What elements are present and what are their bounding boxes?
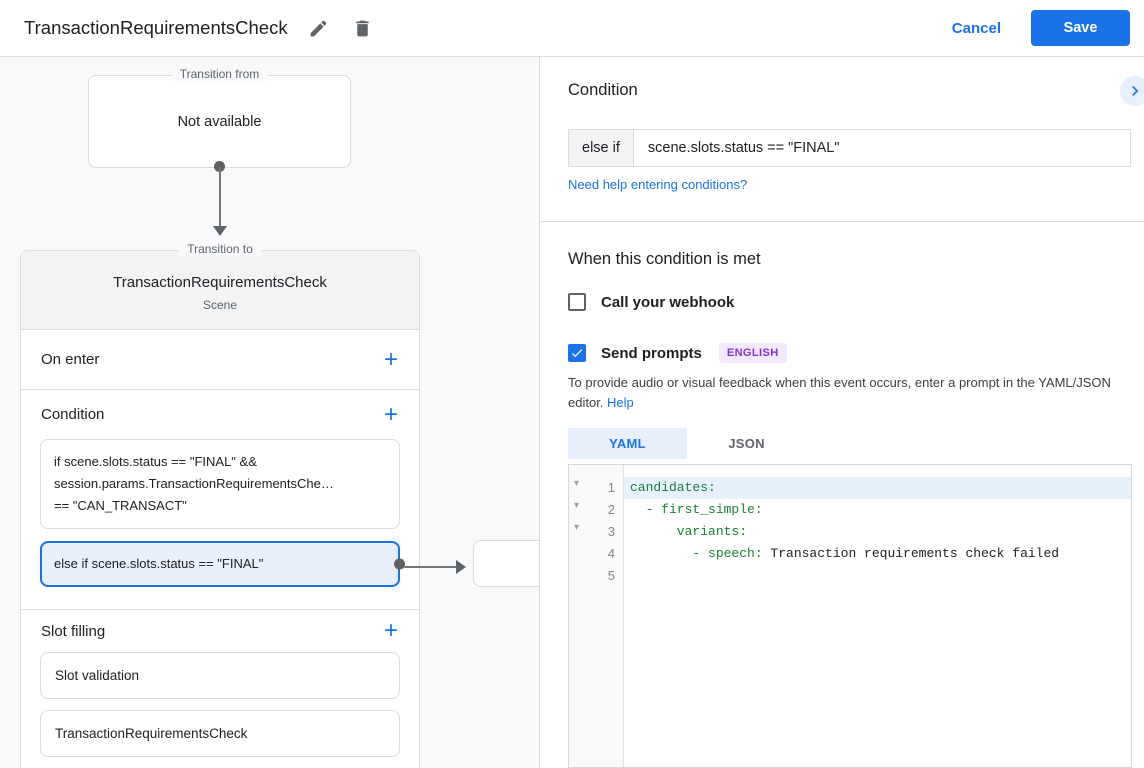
- scene-name: TransactionRequirementsCheck: [113, 274, 327, 291]
- slot-item[interactable]: TransactionRequirementsCheck: [40, 710, 400, 757]
- condition-detail-panel: Condition else if Need help entering con…: [541, 57, 1144, 768]
- scene-card-header: TransactionRequirementsCheck Scene: [21, 251, 419, 330]
- condition-item-selected[interactable]: else if scene.slots.status == "FINAL": [40, 541, 400, 587]
- slot-filling-section: Slot filling Slot validation Transaction…: [21, 610, 419, 757]
- top-bar: TransactionRequirementsCheck Cancel Save: [0, 0, 1144, 57]
- page-title: TransactionRequirementsCheck: [24, 17, 288, 39]
- editor-gutter-line: ▾2: [569, 499, 623, 521]
- add-slot-button[interactable]: [378, 618, 404, 644]
- on-enter-title: On enter: [41, 351, 99, 368]
- on-enter-section: On enter: [21, 330, 419, 390]
- editor-gutter-line: 4: [569, 543, 623, 565]
- caret-down-icon[interactable]: ▾: [574, 522, 579, 533]
- condition-item[interactable]: if scene.slots.status == "FINAL" && sess…: [40, 439, 400, 529]
- condition-expression-input[interactable]: [634, 130, 1130, 166]
- transition-to-label: Transition to: [179, 242, 261, 256]
- editor-gutter-line: 5: [569, 565, 623, 587]
- slot-item[interactable]: Slot validation: [40, 652, 400, 699]
- transition-from-value: Not available: [178, 114, 262, 130]
- transition-target-node[interactable]: [473, 540, 540, 587]
- condition-section-title: Condition: [41, 406, 104, 423]
- prompt-hint: To provide audio or visual feedback when…: [568, 373, 1144, 413]
- add-on-enter-button[interactable]: [378, 347, 404, 373]
- editor-code-line[interactable]: variants:: [624, 521, 1131, 543]
- arrow-down-icon: [213, 226, 227, 236]
- editor-code[interactable]: candidates: - first_simple: variants: - …: [624, 465, 1131, 767]
- call-webhook-checkbox[interactable]: [568, 293, 586, 311]
- edit-scene-button[interactable]: [306, 15, 332, 41]
- language-badge: ENGLISH: [719, 343, 787, 363]
- save-button[interactable]: Save: [1031, 10, 1130, 46]
- call-webhook-label: Call your webhook: [601, 294, 734, 311]
- transition-to-card: Transition to TransactionRequirementsChe…: [20, 250, 420, 768]
- checkmark-icon: [570, 346, 584, 360]
- editor-code-line[interactable]: - first_simple:: [624, 499, 1131, 521]
- send-prompts-label: Send prompts: [601, 345, 702, 362]
- when-condition-met-title: When this condition is met: [568, 250, 761, 269]
- line-number: 4: [569, 543, 623, 565]
- arrow-right-icon: [456, 560, 466, 574]
- trash-icon: [352, 18, 373, 39]
- editor-gutter: ▾1▾2▾345: [569, 465, 624, 767]
- section-divider: [541, 221, 1144, 222]
- panel-title: Condition: [568, 81, 638, 100]
- chevron-right-icon: [1125, 81, 1144, 101]
- tab-json[interactable]: JSON: [687, 428, 806, 459]
- send-prompts-checkbox[interactable]: [568, 344, 586, 362]
- condition-item-text: else if scene.slots.status == "FINAL": [54, 556, 263, 571]
- editor-gutter-line: ▾1: [569, 477, 623, 499]
- collapse-panel-button[interactable]: [1120, 76, 1144, 106]
- condition-section: Condition if scene.slots.status == "FINA…: [21, 390, 419, 610]
- transition-connector-line: [404, 566, 458, 568]
- webhook-row: Call your webhook: [568, 293, 734, 311]
- caret-down-icon[interactable]: ▾: [574, 500, 579, 511]
- editor-format-tabs: YAML JSON: [568, 428, 806, 459]
- yaml-editor: ▾1▾2▾345 candidates: - first_simple: var…: [568, 464, 1132, 768]
- editor-code-line[interactable]: - speech: Transaction requirements check…: [624, 543, 1131, 565]
- caret-down-icon[interactable]: ▾: [574, 478, 579, 489]
- pencil-icon: [308, 18, 329, 39]
- tab-yaml[interactable]: YAML: [568, 428, 687, 459]
- scene-type-label: Scene: [203, 298, 237, 312]
- transition-from-node: Transition from Not available: [88, 75, 351, 168]
- delete-scene-button[interactable]: [350, 15, 376, 41]
- flow-canvas: Transition from Not available Transition…: [0, 57, 540, 768]
- transition-from-label: Transition from: [172, 67, 268, 81]
- condition-prefix: else if: [569, 130, 634, 166]
- conditions-help-link[interactable]: Need help entering conditions?: [568, 177, 747, 192]
- editor-code-line[interactable]: [624, 565, 1131, 587]
- send-prompts-row: Send prompts ENGLISH: [568, 343, 787, 363]
- prompt-hint-text: To provide audio or visual feedback when…: [568, 375, 1111, 410]
- help-link[interactable]: Help: [607, 395, 634, 410]
- slot-filling-title: Slot filling: [41, 623, 105, 640]
- add-condition-button[interactable]: [378, 402, 404, 428]
- editor-code-line[interactable]: candidates:: [624, 477, 1131, 499]
- arrow-line: [219, 167, 221, 227]
- line-number: 5: [569, 565, 623, 587]
- editor-gutter-line: ▾3: [569, 521, 623, 543]
- condition-expression-row: else if: [568, 129, 1131, 167]
- header-actions: Cancel Save: [952, 10, 1130, 46]
- cancel-button[interactable]: Cancel: [952, 20, 1001, 37]
